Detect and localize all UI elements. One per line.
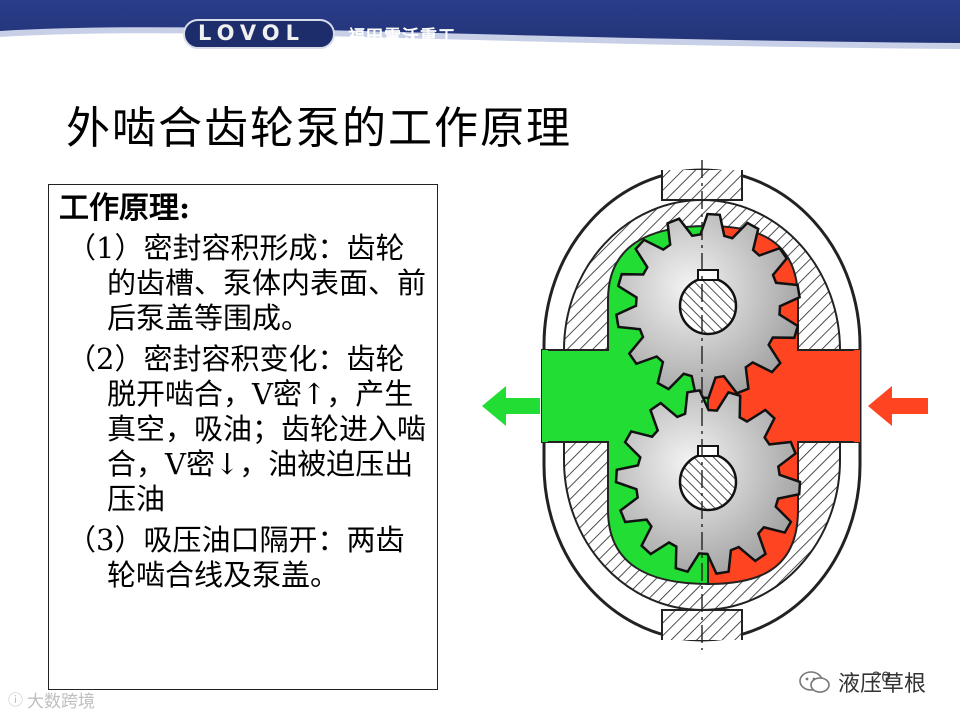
wechat-icon <box>799 671 830 693</box>
upper-gear <box>615 212 801 400</box>
slide-title: 外啮合齿轮泵的工作原理 <box>66 103 572 154</box>
watermark-logo-icon: ⓘ <box>8 691 24 709</box>
watermark-left: ⓘ 大数跨境 <box>8 687 95 712</box>
arrow-left-icon <box>482 386 540 426</box>
principle-point-2: （2）密封容积变化：齿轮脱开啮合，V密↑，产生真空，吸油；齿轮进入啮合，V密↓，… <box>67 342 427 516</box>
header-banner: LOVOL 福田雷沃重工 <box>0 0 960 64</box>
principle-point-3: （3）吸压油口隔开：两齿轮啮合线及泵盖。 <box>67 523 405 592</box>
watermark-right-text: 液压草根 <box>837 672 926 697</box>
watermark-left-text: 大数跨境 <box>27 692 96 712</box>
principle-heading: 工作原理: <box>59 191 191 226</box>
company-name: 福田雷沃重工 <box>348 27 456 47</box>
principle-text-box: 工作原理: （1）密封容积形成：齿轮的齿槽、泵体内表面、前后泵盖等围成。 （2）… <box>48 184 438 690</box>
watermark-right: 液压草根 <box>798 666 926 698</box>
lower-gear <box>614 389 802 575</box>
brand-logo: LOVOL <box>198 21 306 45</box>
gear-pump-diagram <box>476 160 936 650</box>
page-number: 20 <box>872 670 890 686</box>
principle-point-1: （1）密封容积形成：齿轮的齿槽、泵体内表面、前后泵盖等围成。 <box>67 231 427 335</box>
arrow-left-icon <box>868 386 928 426</box>
